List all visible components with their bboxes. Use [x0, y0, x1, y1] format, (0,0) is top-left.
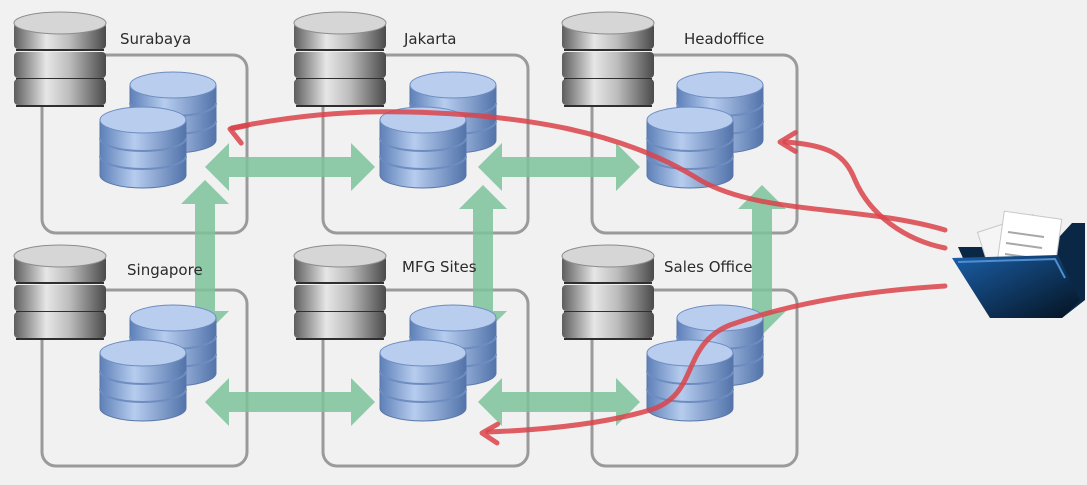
document-flows: [227, 109, 948, 446]
site-label-singapore: Singapore: [127, 261, 203, 279]
replication-arrow-surabaya-singapore: [181, 180, 229, 335]
replication-arrow-singapore-mfg: [205, 378, 375, 426]
site-box-singapore: [40, 288, 249, 468]
site-box-sales: [590, 288, 799, 468]
document-folder-icon: [952, 210, 1085, 318]
replication-links: [181, 143, 786, 426]
server-stack-icon: [13, 244, 107, 340]
server-stack-icon: [561, 11, 655, 107]
replication-arrow-mfg-sales: [478, 378, 640, 426]
database-cylinder-icon: [646, 304, 764, 422]
database-cylinder-icon: [646, 71, 764, 189]
site-databases: [99, 71, 764, 422]
server-stack-icon: [293, 11, 387, 107]
server-stack-icon: [13, 11, 107, 107]
database-cylinder-icon: [379, 71, 497, 189]
site-servers: [13, 11, 655, 340]
database-cylinder-icon: [99, 71, 217, 189]
site-label-sales: Sales Office: [664, 258, 752, 276]
document-flow-arrow-surabaya: [227, 109, 948, 233]
site-label-surabaya: Surabaya: [120, 30, 191, 48]
site-box-jakarta: [321, 53, 530, 235]
replication-arrow-jakarta-headoffice: [478, 143, 640, 191]
site-label-jakarta: Jakarta: [403, 30, 456, 48]
site-box-surabaya: [40, 53, 249, 235]
server-stack-icon: [561, 244, 655, 340]
replication-arrow-surabaya-jakarta: [205, 143, 375, 191]
site-label-mfg: MFG Sites: [402, 258, 477, 276]
site-label-headoffice: Headoffice: [684, 30, 764, 48]
database-cylinder-icon: [99, 304, 217, 422]
document-flow-arrow-headoffice: [777, 130, 948, 251]
database-cylinder-icon: [379, 304, 497, 422]
server-stack-icon: [293, 244, 387, 340]
site-box-mfg: [321, 288, 530, 468]
replication-arrow-jakarta-mfg: [459, 185, 507, 335]
document-flow-arrow-mfg: [479, 283, 948, 446]
replication-arrow-headoffice-sales: [738, 185, 786, 335]
